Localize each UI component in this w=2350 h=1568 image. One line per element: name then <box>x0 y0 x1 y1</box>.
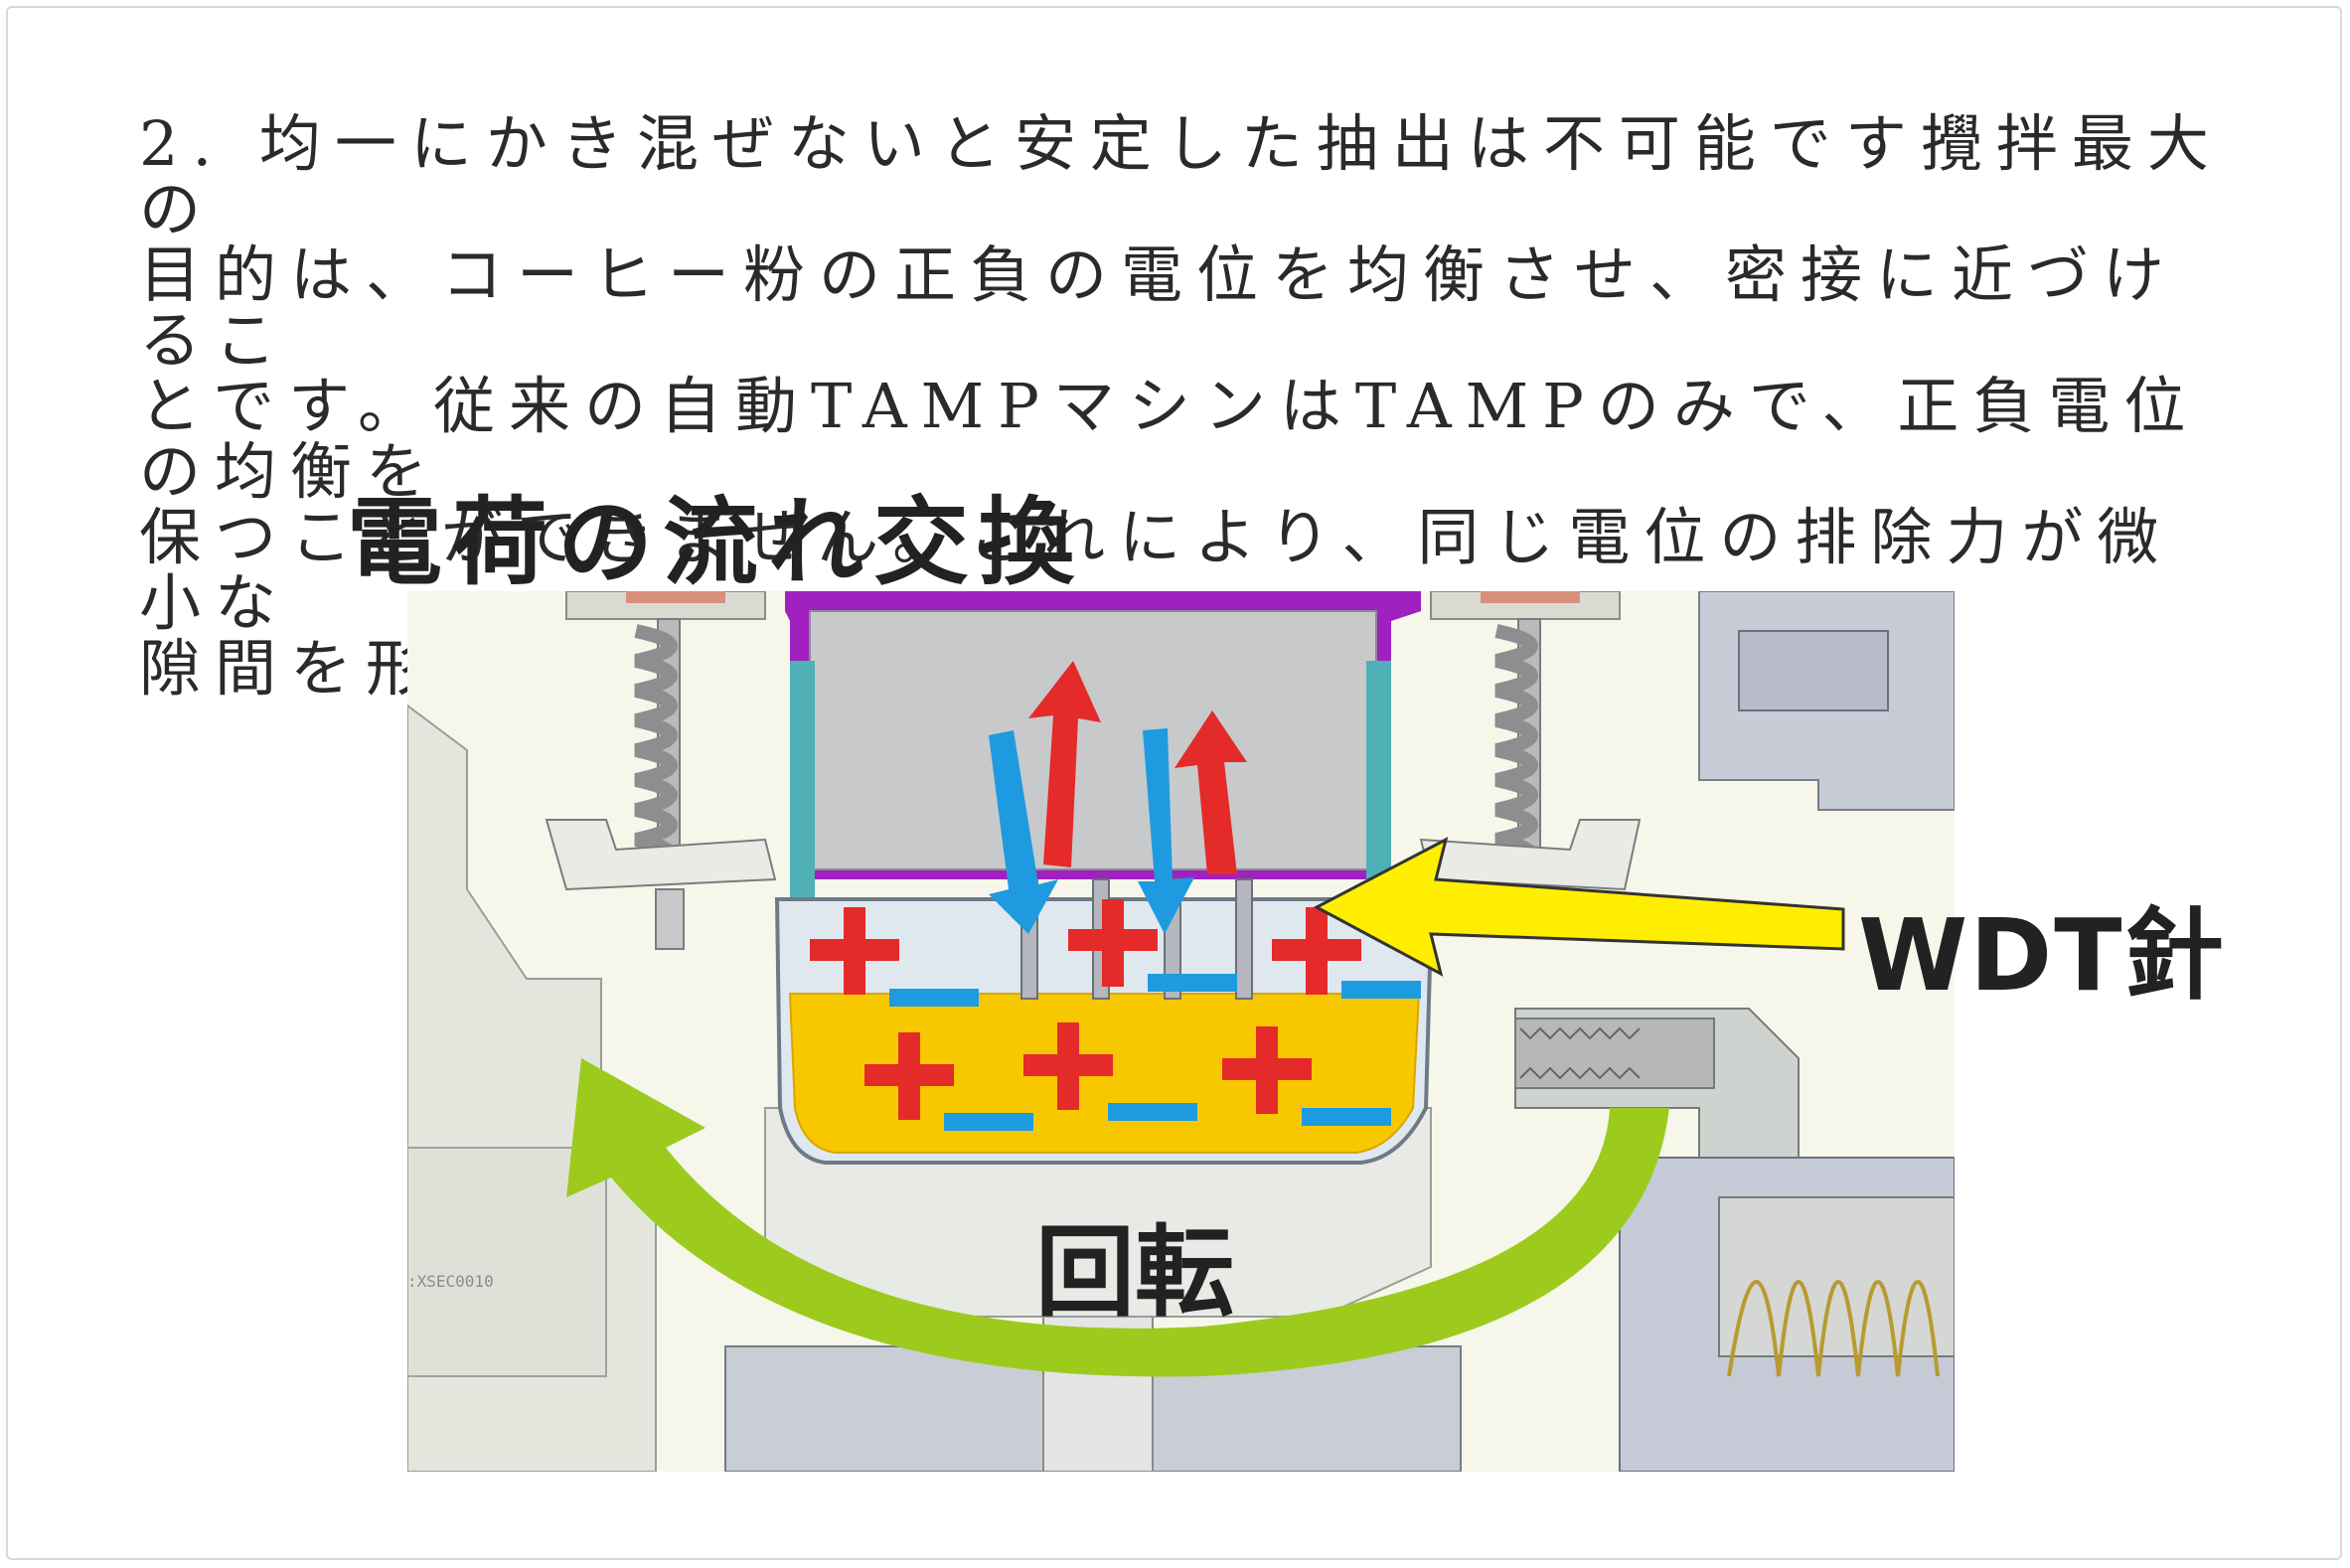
motor-coil <box>1727 1280 1940 1377</box>
tamper-side-right <box>1366 661 1391 899</box>
right-spring <box>1494 624 1538 876</box>
description-paragraph: 2. 均一にかき混ぜないと安定した抽出は不可能です攪拌最大の 目的は、コーヒー粉… <box>139 107 2223 702</box>
left-spring <box>634 624 678 876</box>
negative-charges <box>889 974 1421 1131</box>
wdt-needle-4 <box>1235 878 1253 1000</box>
left-housing-lower <box>407 1147 607 1377</box>
blue-arrow-down-2 <box>1138 728 1194 934</box>
blue-arrow-down-1 <box>989 730 1058 934</box>
right-upper-box <box>1738 630 1889 711</box>
red-arrow-up-1 <box>1028 661 1101 867</box>
positive-charges <box>810 899 1361 1120</box>
diagram-title: 電荷の流れ交換 <box>347 487 1084 598</box>
rotation-arrow <box>566 1058 1669 1377</box>
tamper-side-left <box>790 661 815 899</box>
left-clamp <box>545 819 777 891</box>
top-rail-right-brown <box>1481 591 1580 603</box>
part-code: :XSEC0010 <box>407 1272 494 1291</box>
bolt-threads <box>1519 1026 1641 1080</box>
red-arrow-up-2 <box>1175 710 1247 874</box>
espresso-diagram: :XSEC0010 <box>407 591 1955 1472</box>
tamper-head <box>809 610 1377 870</box>
motor-shaft <box>1718 1196 1955 1357</box>
threaded-bolt <box>1514 1018 1715 1089</box>
top-rail-left-brown <box>626 591 725 603</box>
rotation-label: 回転 <box>1035 1214 1234 1331</box>
wdt-needle-label: WDT針 <box>1858 897 2226 1014</box>
left-screw <box>655 888 685 950</box>
needle-arrow <box>1313 837 1845 977</box>
page-frame <box>6 6 2342 1560</box>
